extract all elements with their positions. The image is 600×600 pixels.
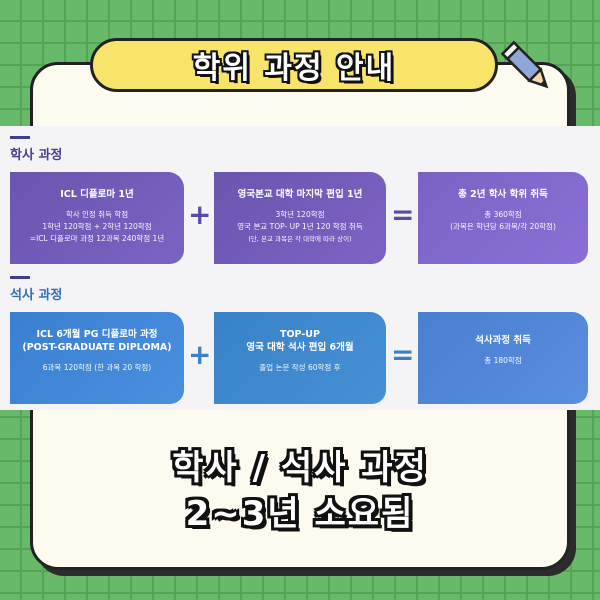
section-marker [10, 136, 30, 139]
box-heading: ICL 디플로마 1년 [60, 189, 134, 200]
box-heading: 영국본교 대학 마지막 편입 1년 [237, 189, 363, 200]
box-line: 1학년 120학점 + 2학년 120학점 [42, 222, 152, 231]
box-heading: ICL 6개월 PG 디플로마 과정 [36, 329, 158, 340]
box-line: =ICL 디플로마 과정 12과목 240학점 1년 [29, 234, 165, 243]
bottom-headline-2: 2~3년 소요됨 [185, 494, 415, 534]
equals-icon: = [391, 338, 415, 371]
bachelor-box-diploma: ICL 디플로마 1년 학사 인정 취득 학점 1학년 120학점 + 2학년 … [10, 172, 184, 264]
title-banner: 학위 과정 안내 [90, 38, 498, 92]
box-heading: TOP-UP [280, 329, 320, 340]
box-line: 영국 본교 TOP- UP 1년 120 학점 취득 [237, 222, 363, 231]
master-box-topup: TOP-UP 영국 대학 석사 편입 6개월 졸업 논문 작성 60학점 후 [214, 312, 386, 404]
box-heading: 총 2년 학사 학위 취득 [458, 189, 548, 200]
section-marker [10, 276, 30, 279]
plus-icon: + [188, 338, 212, 371]
box-heading: 석사과정 취득 [475, 335, 531, 346]
master-box-result: 석사과정 취득 총 180학점 [418, 312, 588, 404]
bottom-headline-1: 학사 / 석사 과정 [172, 448, 428, 488]
box-line: 졸업 논문 작성 60학점 후 [259, 363, 341, 372]
master-box-diploma: ICL 6개월 PG 디플로마 과정 (POST-GRADUATE DIPLOM… [10, 312, 184, 404]
box-line: (단, 본교 과목은 각 대학에 따라 상이) [248, 235, 352, 243]
master-section-title: 석사 과정 [10, 288, 63, 303]
bachelor-section-title: 학사 과정 [10, 148, 63, 163]
info-panel: 학사 과정 ICL 디플로마 1년 학사 인정 취득 학점 1학년 120학점 … [0, 126, 600, 410]
box-line: 3학년 120학점 [275, 210, 325, 219]
box-line: 총 180학점 [484, 356, 522, 365]
box-heading: (POST-GRADUATE DIPLOMA) [22, 342, 172, 353]
plus-icon: + [188, 198, 212, 231]
box-heading: 영국 대학 석사 편입 6개월 [246, 342, 354, 353]
box-line: 총 360학점 [484, 210, 522, 219]
box-line: 6과목 120학점 (한 과목 20 학점) [42, 363, 152, 372]
equals-icon: = [391, 198, 415, 231]
pencil-icon [500, 40, 549, 89]
bachelor-box-result: 총 2년 학사 학위 취득 총 360학점 (과목은 학년당 6과목/각 20학… [418, 172, 588, 264]
page-title: 학위 과정 안내 [192, 51, 396, 86]
bachelor-box-topup: 영국본교 대학 마지막 편입 1년 3학년 120학점 영국 본교 TOP- U… [214, 172, 386, 264]
box-line: (과목은 학년당 6과목/각 20학점) [450, 222, 556, 231]
box-line: 학사 인정 취득 학점 [65, 210, 129, 219]
